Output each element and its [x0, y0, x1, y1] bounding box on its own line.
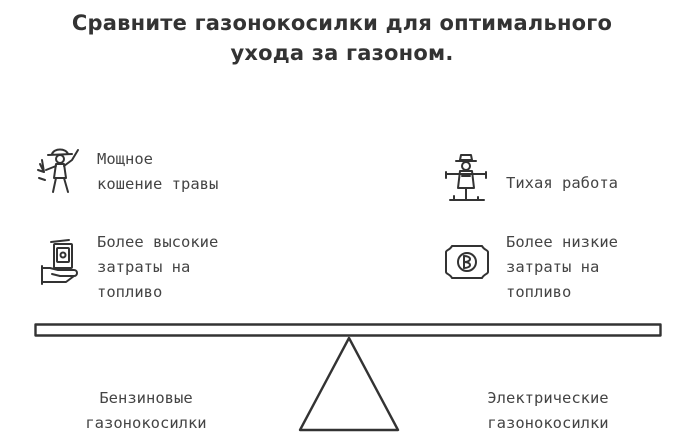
- left-caption-line-2: газонокосилки: [85, 414, 207, 432]
- left-feature-1-line-2: кошение травы: [97, 175, 219, 193]
- worker-with-mower-icon: [36, 142, 86, 194]
- balance-beam: [34, 322, 662, 337]
- left-feature-1-line-1: Мощное: [97, 150, 153, 168]
- right-feature-2-line-1: Более низкие: [506, 233, 618, 251]
- right-feature-2-line-3: топливо: [506, 283, 572, 301]
- right-caption-line-2: газонокосилки: [487, 414, 609, 432]
- right-feature-1-line-1: Тихая работа: [506, 174, 618, 192]
- right-caption: Электрические газонокосилки: [448, 386, 648, 436]
- left-feature-2-line-2: затраты на: [97, 258, 191, 276]
- left-feature-2-text: Более высокие затраты на топливо: [97, 230, 218, 305]
- right-feature-2-line-2: затраты на: [506, 258, 600, 276]
- right-feature-2-text: Более низкие затраты на топливо: [506, 230, 618, 305]
- fulcrum-triangle: [296, 334, 402, 434]
- title-line-2: ухода за газоном.: [230, 41, 454, 65]
- page-title: Сравните газонокосилки для оптимального …: [0, 8, 684, 68]
- right-caption-line-1: Электрические: [487, 389, 609, 407]
- left-feature-1-text: Мощное кошение травы: [97, 147, 218, 197]
- title-line-1: Сравните газонокосилки для оптимального: [71, 11, 613, 35]
- coin-icon: [442, 240, 492, 284]
- scarecrow-icon: [440, 152, 492, 206]
- left-feature-2-line-3: топливо: [97, 283, 163, 301]
- left-caption: Бензиновые газонокосилки: [46, 386, 246, 436]
- left-feature-2-line-1: Более высокие: [97, 233, 219, 251]
- hand-with-money-icon: [36, 238, 82, 288]
- right-feature-1-text: Тихая работа: [506, 171, 618, 196]
- left-caption-line-1: Бензиновые: [99, 389, 193, 407]
